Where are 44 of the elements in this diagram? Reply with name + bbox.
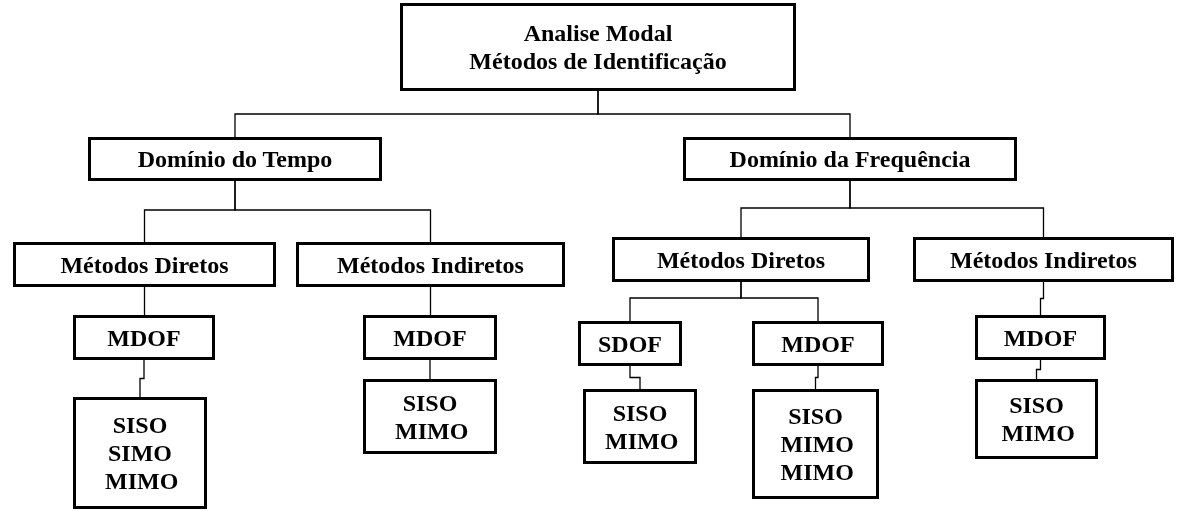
node-text: Métodos Indiretos: [950, 245, 1137, 274]
connector-line: [429, 359, 431, 380]
node-text: MDOF: [393, 323, 467, 352]
node-text: MDOF: [107, 323, 181, 352]
connector-line: [1035, 359, 1042, 380]
type-box: [752, 389, 879, 499]
connector-line: [849, 180, 1045, 238]
model-box: [363, 315, 497, 360]
node-text: MDOF: [1003, 323, 1078, 352]
node-text: Métodos Diretos: [60, 250, 229, 279]
title-box: [400, 3, 796, 91]
node-text: Métodos Diretos: [656, 245, 826, 274]
connector-line: [814, 365, 819, 390]
node-text: SISO MIMO: [1001, 391, 1072, 447]
node-text: Domínio do Tempo: [137, 145, 333, 173]
connector-line: [143, 286, 146, 316]
node-text: Analise Modal: [523, 19, 673, 47]
category-box: [88, 137, 382, 181]
type-box: [73, 397, 207, 509]
method-box: [13, 242, 276, 287]
method-box: [296, 242, 565, 287]
connector-line: [1039, 281, 1045, 316]
type-box: [583, 389, 697, 464]
node-text: Métodos de Identificação: [469, 47, 727, 75]
node-text: Domínio da Frequência: [729, 145, 971, 173]
node-text: Métodos Indiretos: [337, 250, 524, 279]
category-box: [683, 137, 1017, 181]
model-box: [73, 315, 215, 360]
method-box: [612, 237, 870, 282]
model-box: [578, 321, 682, 366]
model-box: [752, 321, 884, 366]
connector-line: [629, 365, 641, 390]
type-box: [363, 379, 497, 454]
method-box: [913, 237, 1174, 282]
node-text: MDOF: [781, 329, 855, 358]
connector-line: [139, 359, 145, 398]
connector-line: [429, 286, 432, 316]
connector-line: [740, 281, 819, 322]
node-text: SDOF: [598, 329, 662, 358]
type-box: [975, 379, 1098, 459]
connector-line: [597, 90, 851, 138]
model-box: [975, 315, 1106, 360]
connector-line: [234, 180, 432, 243]
node-text: SISO MIMO MIMO: [780, 402, 851, 486]
